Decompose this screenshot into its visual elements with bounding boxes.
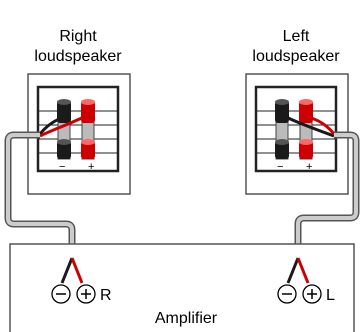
- right-speaker-minus-mark: −: [59, 161, 65, 173]
- left-speaker-post-pos-bottom: [299, 139, 313, 159]
- right-channel-pos-wire: [70, 257, 84, 284]
- left-speaker-cable: [294, 131, 360, 262]
- left-speaker-label-line1: Left: [283, 28, 310, 45]
- right-channel-neg-wire: [60, 257, 74, 284]
- left-speaker-post-neg-bottom: [275, 139, 289, 159]
- right-loudspeaker: Right loudspeaker: [27, 28, 131, 195]
- left-channel-label: L: [326, 287, 335, 304]
- minus-circle-icon: [277, 284, 297, 304]
- left-speaker-neg-wire: [283, 114, 335, 138]
- right-speaker-pos-wire: [39, 113, 89, 138]
- left-channel-neg-wire: [286, 257, 300, 284]
- right-speaker-label-line2: loudspeaker: [34, 48, 122, 65]
- left-channel-terminals: L: [277, 257, 335, 304]
- left-speaker-label-line2: loudspeaker: [252, 48, 340, 65]
- minus-circle-icon: [51, 284, 71, 304]
- left-speaker-terminal-plate: [254, 85, 338, 173]
- left-speaker-minus-mark: −: [277, 161, 283, 173]
- right-speaker-label-line1: Right: [59, 28, 97, 45]
- right-speaker-terminal-plate: [36, 85, 120, 173]
- right-speaker-post-pos-bottom: [81, 139, 95, 159]
- right-speaker-cable: [4, 131, 76, 262]
- right-speaker-post-neg-bottom: [57, 139, 71, 159]
- left-speaker-post-pos-top: [299, 99, 313, 123]
- left-loudspeaker: Left loudspeaker − +: [245, 28, 349, 195]
- right-speaker-post-pos-top: [81, 99, 95, 123]
- right-channel-terminals: R: [51, 257, 112, 304]
- left-speaker-pos-wire: [305, 114, 336, 135]
- right-speaker-neg-wire: [38, 114, 67, 135]
- plus-circle-icon: [302, 284, 322, 304]
- left-speaker-post-neg-top: [275, 99, 289, 123]
- amplifier-box: [9, 243, 355, 332]
- amplifier-label: Amplifier: [155, 310, 218, 327]
- plus-circle-icon: [76, 284, 96, 304]
- left-speaker-plus-mark: +: [306, 161, 312, 173]
- amplifier: Amplifier R: [9, 243, 355, 332]
- left-channel-pos-wire: [296, 257, 310, 284]
- right-channel-label: R: [100, 287, 112, 304]
- right-speaker-plus-mark: +: [88, 161, 94, 173]
